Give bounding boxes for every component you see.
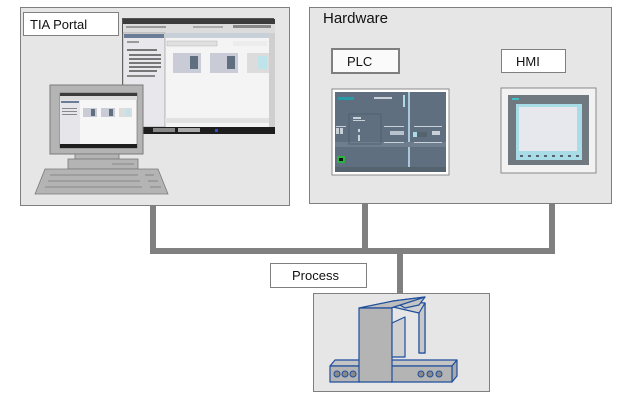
hmi-label-text: HMI [516,53,540,69]
hmi-label: HMI [501,49,566,73]
tia-portal-screenshot [122,18,275,134]
process-label-text: Process [292,268,339,283]
bus-line-tia-portal [150,204,156,254]
process-label: Process [270,263,367,288]
hmi-touch-panel-icon [500,87,597,174]
bus-line-process [397,252,403,294]
bus-line-horizontal [150,248,555,254]
tia-portal-window-icon [122,19,275,134]
plc-label: PLC [331,48,400,74]
tia-portal-label: TIA Portal [23,12,119,36]
bus-line-hmi [549,173,555,254]
plc-label-text: PLC [347,53,373,69]
plc-controller-icon [331,88,450,176]
engineering-pc-icon [34,84,169,195]
hardware-title: Hardware [323,10,389,27]
conveyor-machine-icon [329,296,458,383]
bus-line-plc [362,175,368,254]
tia-portal-label-text: TIA Portal [30,16,88,32]
